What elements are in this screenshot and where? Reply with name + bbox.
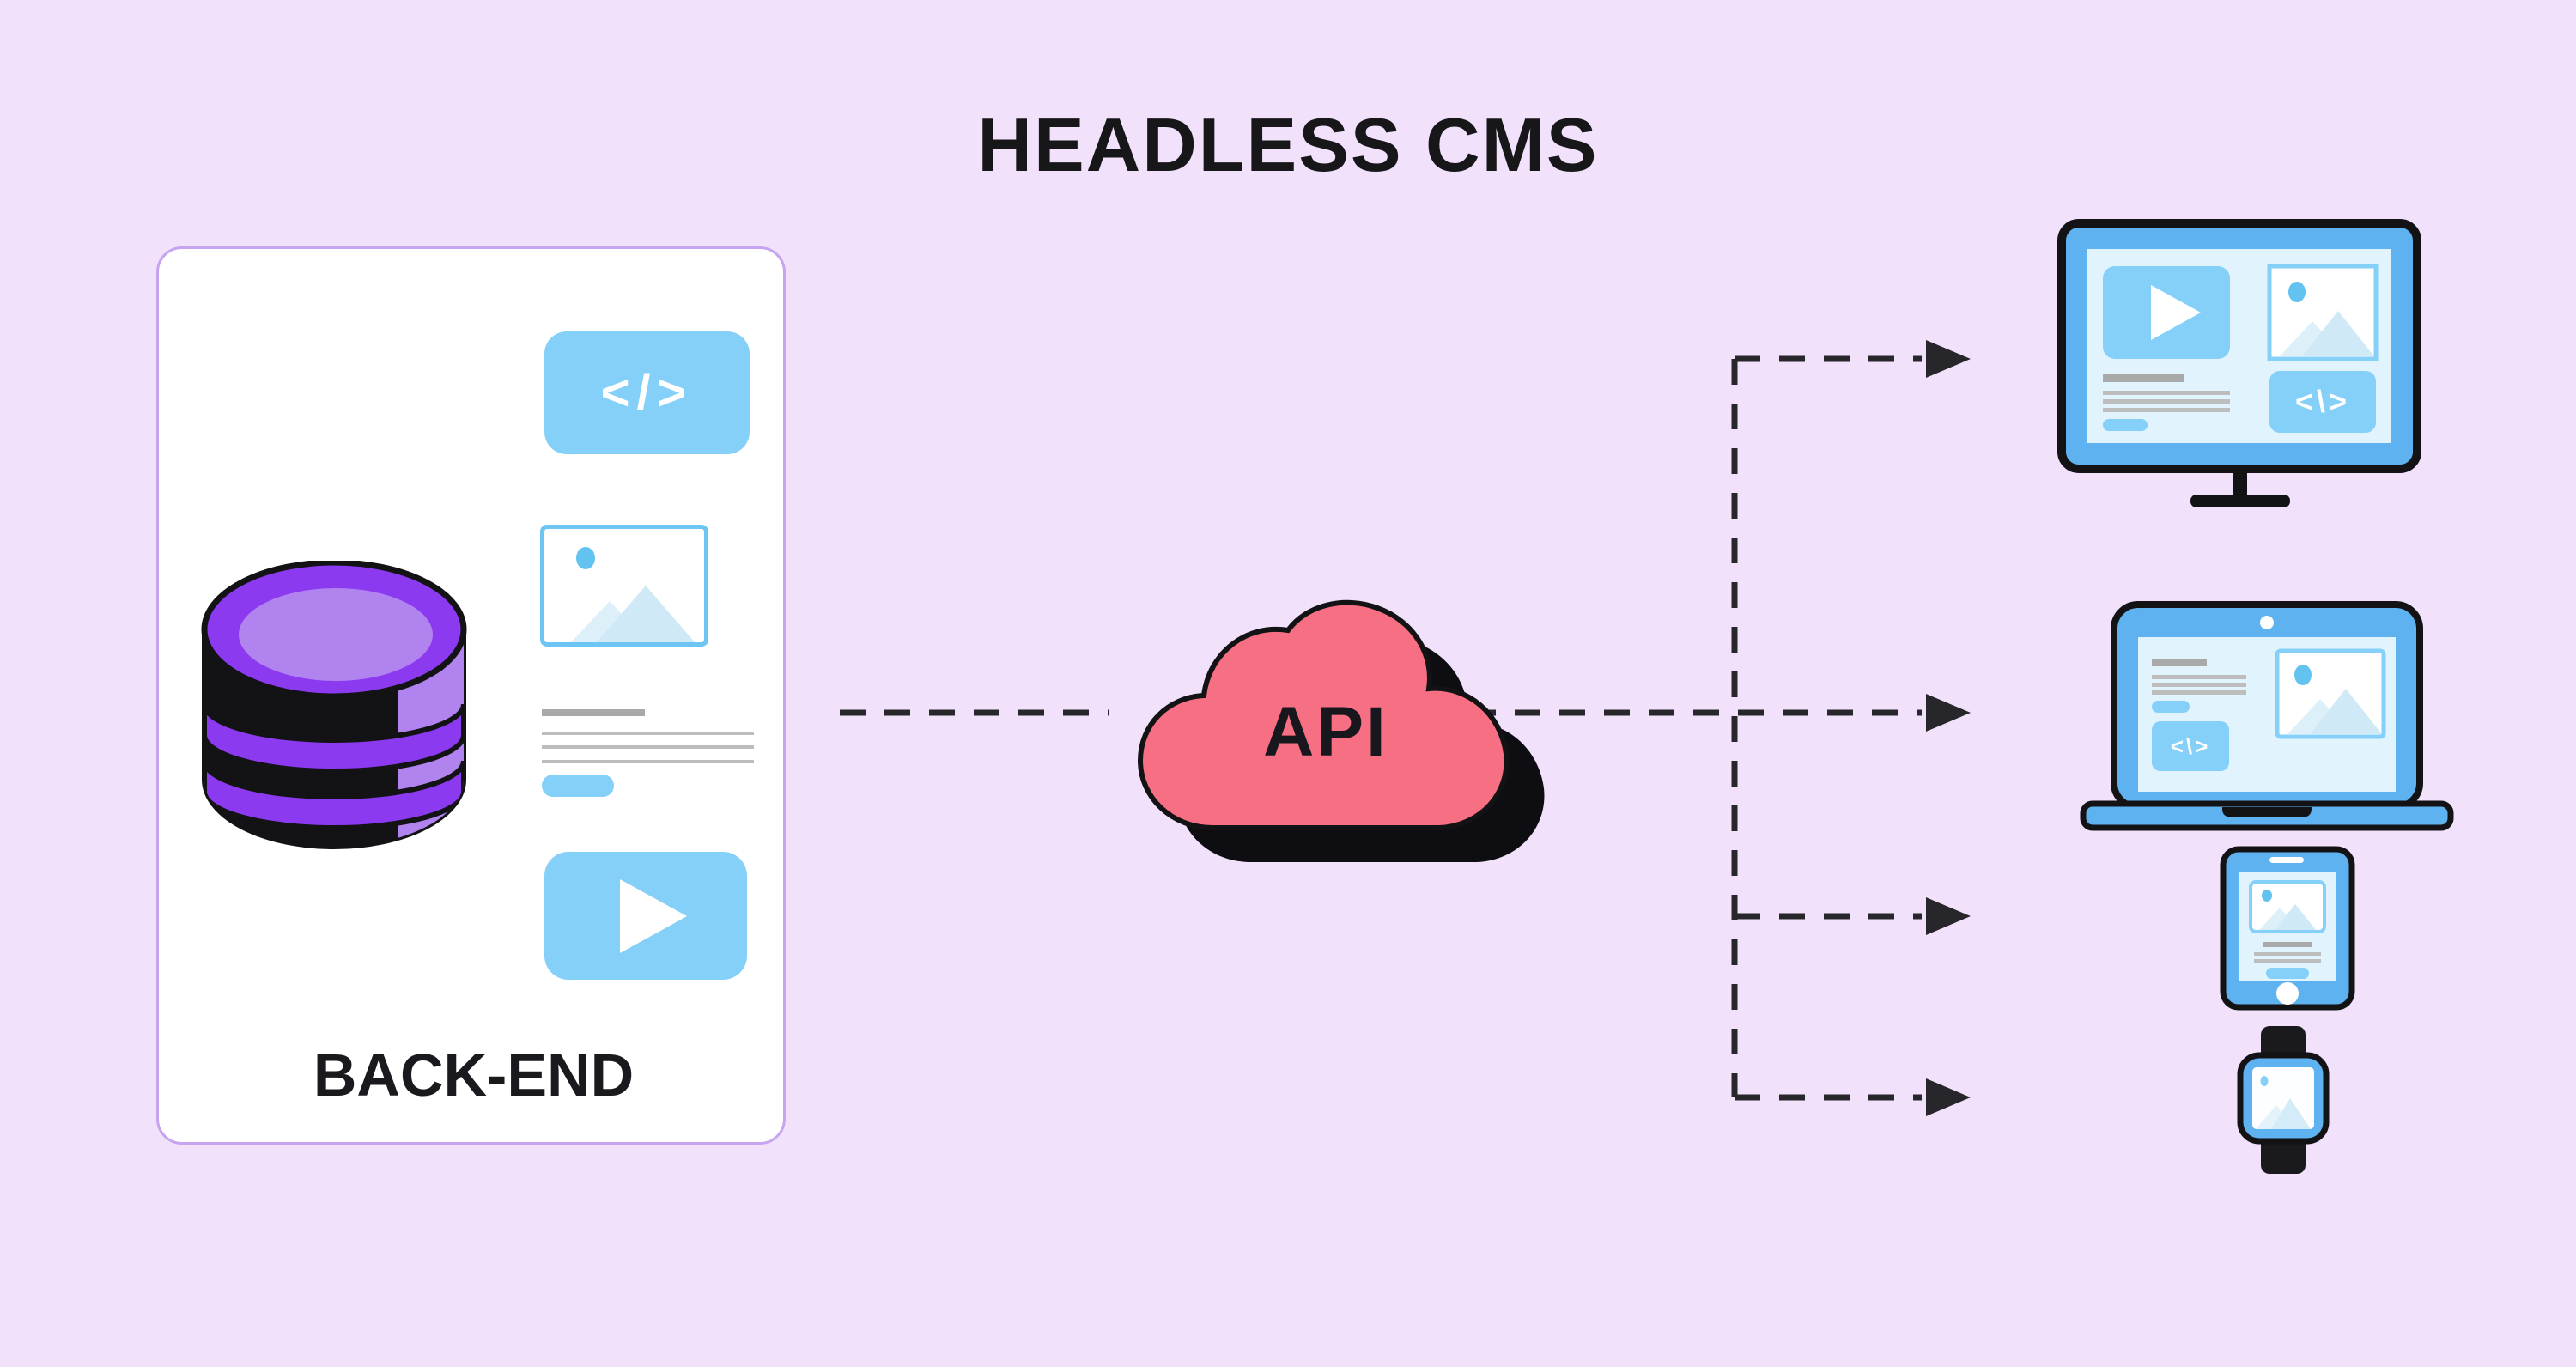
- camera-dot: [2260, 616, 2274, 629]
- text-line-heading: [542, 709, 645, 716]
- arrowhead-watch: [1926, 1078, 1971, 1116]
- monitor-base: [2190, 495, 2290, 507]
- smartwatch: [2237, 1026, 2330, 1174]
- api-label: API: [1263, 693, 1388, 771]
- laptop-image-placeholder: [2275, 648, 2386, 739]
- text-line-heading: [2103, 374, 2184, 382]
- play-triangle-icon: [2151, 285, 2201, 340]
- mountain-large: [2310, 689, 2382, 734]
- mountain-large: [2275, 904, 2316, 930]
- button-pill: [2152, 701, 2190, 713]
- text-line: [2152, 675, 2246, 679]
- speaker-slot: [2269, 857, 2304, 863]
- smartphone: [2220, 846, 2355, 1011]
- video-player-icon: [544, 852, 747, 980]
- code-block-icon: </>: [544, 331, 750, 454]
- mountain-large: [596, 586, 696, 642]
- monitor-code-block: [2269, 371, 2376, 433]
- sun-dot: [576, 547, 595, 569]
- laptop-code-block: [2152, 721, 2229, 771]
- text-line: [2254, 952, 2321, 956]
- text-line: [542, 760, 754, 763]
- home-button: [2276, 982, 2299, 1005]
- sun-dot: [2288, 282, 2306, 302]
- play-triangle-icon: [620, 879, 687, 953]
- mountain-large: [2302, 311, 2374, 356]
- api-cloud: API: [1130, 594, 1545, 862]
- laptop-notch: [2222, 807, 2312, 817]
- code-glyph: <\>: [2295, 384, 2350, 419]
- button-pill: [2266, 968, 2309, 979]
- monitor-image-placeholder: [2267, 264, 2379, 361]
- text-line-heading: [2263, 942, 2312, 947]
- laptop: <\>: [2080, 601, 2454, 831]
- text-line: [2152, 683, 2246, 687]
- text-line: [2103, 408, 2230, 412]
- watch-image-placeholder: [2256, 1076, 2311, 1129]
- text-line: [2103, 399, 2230, 404]
- backend-card: </> BACK-END: [156, 246, 786, 1145]
- sun-dot: [2262, 890, 2272, 902]
- arrowhead-monitor: [1926, 340, 1971, 378]
- button-pill: [2103, 419, 2148, 431]
- text-line-heading: [2152, 659, 2207, 666]
- arrowhead-laptop: [1926, 694, 1971, 732]
- button-pill: [542, 775, 614, 797]
- mountain-large: [2271, 1098, 2311, 1129]
- text-line: [542, 745, 754, 749]
- text-line: [2254, 959, 2321, 963]
- desktop-monitor: <\>: [2057, 219, 2421, 507]
- image-placeholder-icon: [540, 525, 708, 647]
- arrowhead-phone: [1926, 897, 1971, 935]
- text-line: [542, 732, 754, 735]
- page-title: HEADLESS CMS: [977, 102, 1599, 187]
- sun-dot: [2294, 665, 2312, 685]
- code-glyph: </>: [600, 365, 694, 421]
- phone-image-placeholder: [2249, 880, 2326, 933]
- database-icon: [201, 561, 467, 849]
- sun-dot: [2260, 1076, 2269, 1086]
- code-glyph: <\>: [2171, 733, 2211, 759]
- text-line: [2103, 391, 2230, 395]
- monitor-stand: [2233, 465, 2247, 500]
- backend-label: BACK-END: [313, 1042, 635, 1109]
- text-line: [2152, 690, 2246, 695]
